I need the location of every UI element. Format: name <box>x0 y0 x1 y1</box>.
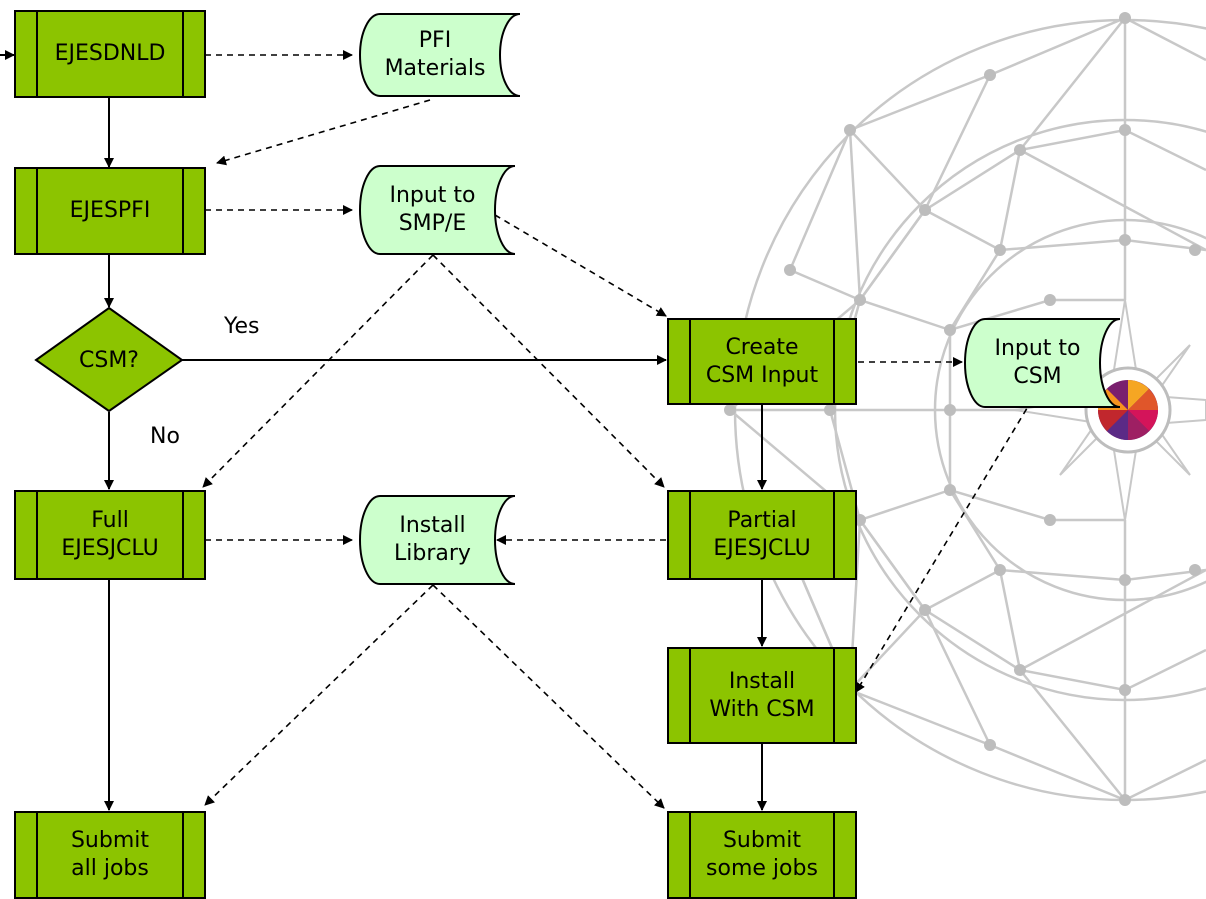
process-create-csm-input: Create CSM Input <box>667 318 857 405</box>
process-partial-ejesjclu: Partial EJESJCLU <box>667 490 857 580</box>
decision-diamond-shape <box>34 306 184 413</box>
edge-smpe-to-partial <box>432 254 665 488</box>
edge-label-yes: Yes <box>224 314 260 339</box>
store-shape-input-to-smpe <box>359 165 516 255</box>
store-label: PFI Materials <box>384 28 486 81</box>
logo-wheel-icon <box>1098 380 1158 440</box>
process-label: Partial EJESJCLU <box>713 508 811 561</box>
process-submit-some-jobs: Submit some jobs <box>667 811 857 899</box>
process-label: EJESPFI <box>69 198 151 223</box>
process-label: Install With CSM <box>709 668 815 722</box>
store-install-library: Install Library <box>360 496 505 584</box>
store-pfi-materials: PFI Materials <box>360 14 510 96</box>
store-input-to-csm: Input to CSM <box>965 319 1110 407</box>
store-label: Input to CSM <box>994 336 1081 389</box>
store-shape-pfi-materials <box>359 13 521 97</box>
store-shape-input-to-csm <box>964 318 1121 408</box>
process-ejespfi: EJESPFI <box>14 167 206 255</box>
decision-csm: CSM? <box>36 340 182 380</box>
process-full-ejesjclu: Full EJESJCLU <box>14 490 206 580</box>
edge-pfi-materials-to-pfi <box>216 99 431 166</box>
edge-label-no: No <box>150 424 180 449</box>
process-ejesdnld: EJESDNLD <box>14 10 206 98</box>
store-input-to-smpe: Input to SMP/E <box>360 166 505 254</box>
store-label: Install Library <box>394 513 471 566</box>
edge-library-to-submit-some <box>432 584 665 809</box>
process-label: Create CSM Input <box>705 334 819 388</box>
process-label: Submit some jobs <box>706 828 818 881</box>
decision-label: CSM? <box>79 347 139 373</box>
process-label: Full EJESJCLU <box>61 508 159 561</box>
process-install-with-csm: Install With CSM <box>667 647 857 744</box>
edge-smpe-to-full <box>202 254 434 488</box>
edge-csm-input-to-install <box>855 389 1039 693</box>
process-label: EJESDNLD <box>54 41 166 66</box>
store-label: Input to SMP/E <box>389 183 476 236</box>
process-submit-all-jobs: Submit all jobs <box>14 811 206 899</box>
edge-library-to-submit-all <box>204 584 434 806</box>
edge-smpe-to-create <box>494 214 667 317</box>
process-label: Submit all jobs <box>70 828 150 881</box>
store-shape-install-library <box>359 495 516 585</box>
